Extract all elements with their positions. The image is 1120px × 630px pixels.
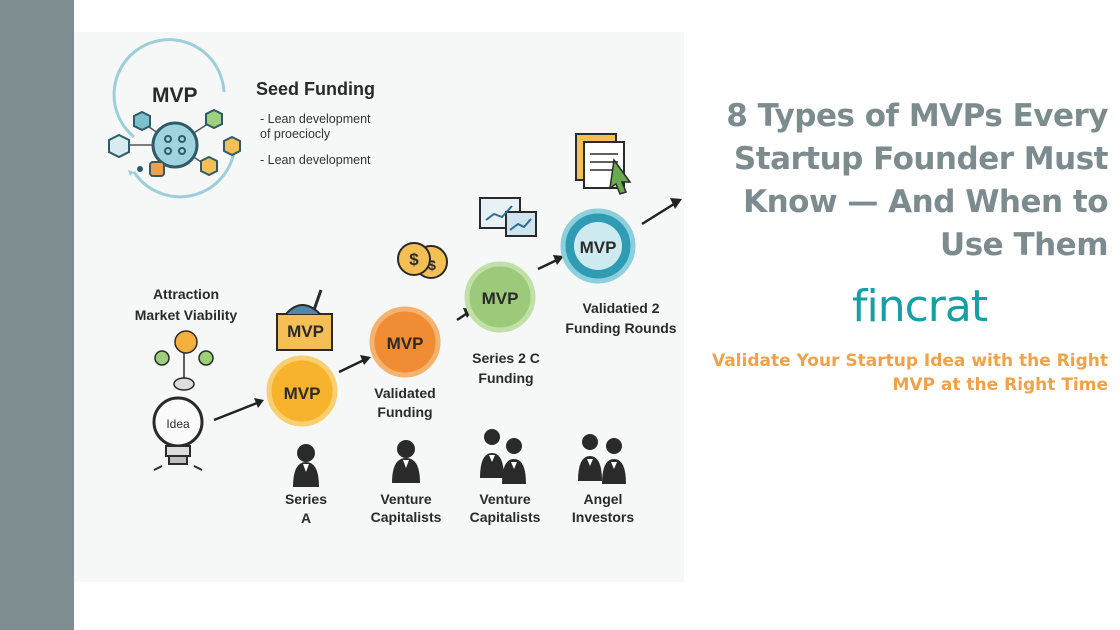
investor-2-line2: Capitalists <box>370 509 442 525</box>
documents-cursor-icon <box>575 133 632 195</box>
fincrat-logo: fincrat <box>852 281 988 332</box>
investor-2-line1: Venture <box>380 491 432 507</box>
series-2c-line2: Funding <box>478 370 534 386</box>
validated-2-line1: Validatied 2 <box>582 300 660 316</box>
mvp-circle-1-label: MVP <box>283 384 321 403</box>
validated-funding-line1: Validated <box>374 385 436 401</box>
investor-person-icon <box>293 429 626 487</box>
mvp-illustration: $ $ <box>74 32 684 582</box>
coins-icon: $ $ <box>397 242 448 279</box>
series-2c-line1: Series 2 C <box>472 350 540 366</box>
mvp-circle-3-label: MVP <box>481 289 519 308</box>
left-sidebar-band <box>0 0 74 630</box>
attraction-bulbs-icon <box>154 330 214 391</box>
page-subtitle: Validate Your Startup Idea with the Righ… <box>711 351 1108 395</box>
mvp-circle-1 <box>266 355 338 427</box>
illustration-graphics: $ $ <box>108 38 682 487</box>
investor-4-line2: Investors <box>571 509 635 525</box>
attraction-label: Attraction <box>152 286 220 302</box>
market-viability-label: Market Viability <box>134 307 238 323</box>
mvp-circle-3 <box>464 261 536 333</box>
seed-funding-title: Seed Funding <box>256 79 375 99</box>
idea-label: Idea <box>166 417 190 431</box>
dashboard-screens-icon <box>479 197 537 237</box>
mvp-circle-2 <box>369 306 441 378</box>
mvp-box-label: MVP <box>287 322 324 341</box>
validated-funding-line2: Funding <box>377 404 433 420</box>
investor-3-line2: Capitalists <box>469 509 541 525</box>
investor-1-line2: A <box>300 510 312 526</box>
mvp-box-icon <box>276 289 333 351</box>
investor-3-line1: Venture <box>479 491 531 507</box>
svg-text:$: $ <box>428 257 436 273</box>
seed-bullet-1: - Lean development of proeciocly <box>260 112 371 141</box>
mvp-circle-4-label: MVP <box>579 238 617 257</box>
investor-1-line1: Series <box>284 491 328 507</box>
svg-text:$: $ <box>409 250 419 269</box>
mvp-cycle-diagram <box>108 38 241 199</box>
validated-2-line2: Funding Rounds <box>565 320 677 336</box>
page-title: 8 Types of MVPs Every Startup Founder Mu… <box>726 98 1108 263</box>
investor-4-line1: Angel <box>583 491 623 507</box>
mvp-top-label: MVP <box>152 84 198 107</box>
idea-bulb-icon <box>152 396 204 471</box>
seed-bullet-2: - Lean development <box>260 153 371 167</box>
mvp-circle-2-label: MVP <box>386 334 424 353</box>
mvp-circle-4-inner <box>574 222 622 270</box>
